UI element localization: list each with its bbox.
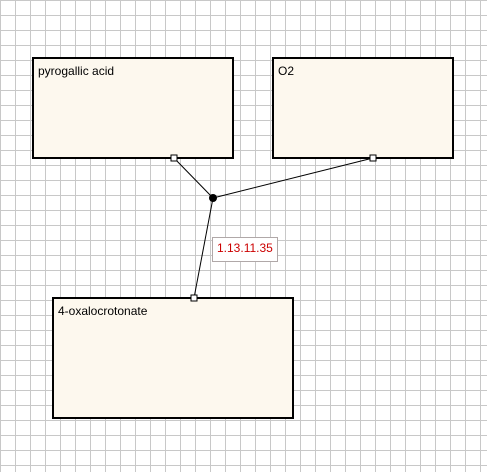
edge-pyrogallic-to-center — [173, 157, 214, 199]
compound-node-4-oxalocrotonate[interactable]: 4-oxalocrotonate — [52, 297, 294, 419]
edge-o2-to-center — [212, 157, 374, 199]
compound-label: 4-oxalocrotonate — [58, 304, 148, 318]
ec-number-label[interactable]: 1.13.11.35 — [212, 237, 278, 262]
compound-node-pyrogallic-acid[interactable]: pyrogallic acid — [32, 57, 234, 159]
connector-handle-o2[interactable] — [369, 154, 377, 162]
ec-number-text: 1.13.11.35 — [217, 241, 273, 255]
compound-node-o2[interactable]: O2 — [272, 57, 454, 159]
connector-handle-pyrogallic[interactable] — [170, 154, 178, 162]
connector-handle-oxalocrotonate[interactable] — [190, 294, 198, 302]
reaction-center-dot[interactable] — [209, 194, 217, 202]
compound-label: O2 — [278, 64, 295, 78]
edge-center-to-oxalocrotonate — [193, 197, 214, 299]
compound-label: pyrogallic acid — [38, 64, 115, 78]
